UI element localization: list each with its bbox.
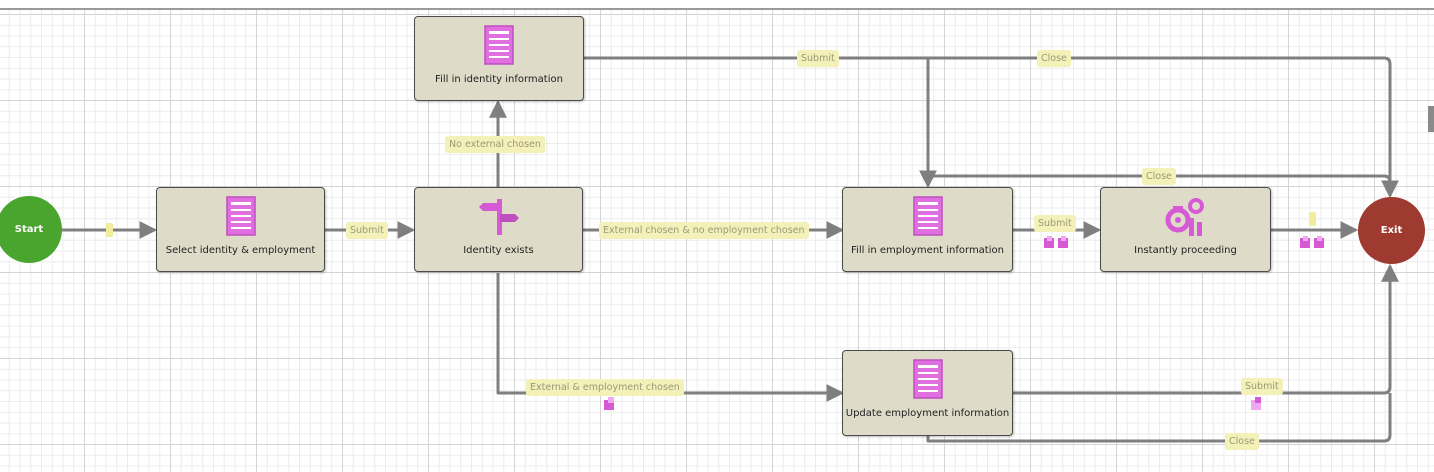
form-icon: [225, 196, 256, 240]
edge-label-no-external[interactable]: No external chosen: [445, 136, 545, 153]
exit-node[interactable]: Exit: [1358, 197, 1425, 264]
node-identity-exists[interactable]: Identity exists: [414, 187, 583, 272]
start-label: Start: [14, 224, 44, 235]
signpost-icon: [478, 196, 519, 240]
edge-handle[interactable]: [1309, 212, 1316, 226]
edge-update-close: [926, 393, 1392, 443]
edge-fillidentity-fillemployment: [584, 56, 937, 189]
node-select-identity[interactable]: Select identity & employment: [156, 187, 325, 272]
edge-fillemployment-exit: [926, 174, 1392, 196]
edge-exists-update: [496, 273, 845, 402]
edge-update-exit: [1013, 263, 1399, 395]
gears-icon: [1164, 196, 1208, 240]
panel-resize-handle[interactable]: [1428, 106, 1434, 132]
node-label: Fill in identity information: [435, 74, 563, 85]
edge-label-close-top[interactable]: Close: [1037, 50, 1071, 67]
node-label: Identity exists: [463, 245, 534, 256]
edge-label-submit-fill-employment[interactable]: Submit: [1034, 215, 1076, 232]
edge-label-external-and-employment[interactable]: External & employment chosen: [526, 379, 684, 396]
edge-label-close-mid[interactable]: Close: [1142, 168, 1176, 185]
edge-label-external-no-employment[interactable]: External chosen & no employment chosen: [599, 222, 809, 239]
condition-icon: [1251, 396, 1263, 415]
condition-icon: [1300, 233, 1326, 252]
node-label: Select identity & employment: [165, 245, 316, 256]
condition-icon: [604, 396, 616, 415]
edge-fillidentity-exit: [928, 56, 1399, 199]
node-fill-identity[interactable]: Fill in identity information: [414, 16, 584, 101]
edge-label-submit-update[interactable]: Submit: [1241, 378, 1283, 395]
exit-label: Exit: [1380, 225, 1403, 236]
edge-label-submit-select[interactable]: Submit: [346, 222, 388, 239]
node-fill-employment[interactable]: Fill in employment information: [842, 187, 1013, 272]
node-label: Fill in employment information: [851, 245, 1004, 256]
node-update-employment[interactable]: Update employment information: [842, 350, 1013, 436]
form-icon: [484, 25, 514, 69]
form-icon: [912, 359, 943, 403]
edge-label-submit-top[interactable]: Submit: [797, 50, 839, 67]
node-label: Update employment information: [845, 408, 1010, 419]
node-label: Instantly proceeding: [1134, 245, 1237, 256]
node-instantly-proceeding[interactable]: Instantly proceeding: [1100, 187, 1271, 272]
edge-label-close-bottom[interactable]: Close: [1225, 433, 1259, 450]
form-icon: [912, 196, 943, 240]
start-node[interactable]: Start: [0, 196, 62, 263]
condition-icon: [1044, 233, 1070, 252]
edge-handle[interactable]: [106, 223, 113, 237]
top-bar: [0, 0, 1434, 10]
